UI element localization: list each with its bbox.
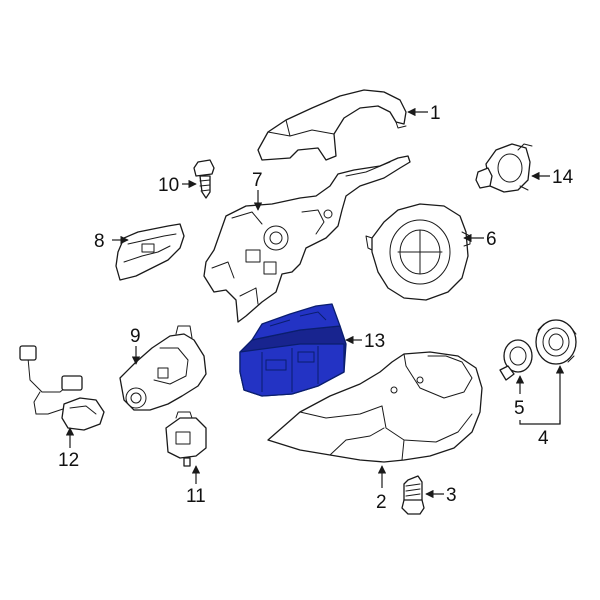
module-top-face <box>251 303 341 341</box>
callout-14: 14 <box>552 167 574 188</box>
leader-lines <box>65 107 565 499</box>
part-4-bracket-ring[interactable] <box>535 319 577 365</box>
part-11-ignition-switch[interactable] <box>165 411 207 467</box>
callout-5: 5 <box>514 398 525 419</box>
leader-4-bracket <box>519 420 561 425</box>
callout-3: 3 <box>446 485 457 506</box>
callout-2: 2 <box>376 492 387 513</box>
part-6-clockspring[interactable] <box>365 203 471 301</box>
callout-1: 1 <box>430 103 441 124</box>
part-5-ring-clip[interactable] <box>499 339 533 381</box>
callout-8: 8 <box>94 231 105 252</box>
part-2-lower-column-cover[interactable] <box>267 351 483 463</box>
part-13-control-module-highlighted[interactable] <box>239 303 347 397</box>
part-7-combination-switch[interactable] <box>203 155 411 323</box>
callout-labels: 1 2 3 4 5 6 7 8 9 10 11 12 13 14 <box>58 103 574 513</box>
callout-7: 7 <box>252 170 263 191</box>
callout-6: 6 <box>486 229 497 250</box>
callout-9: 9 <box>130 326 141 347</box>
callout-4: 4 <box>538 428 549 449</box>
callout-10: 10 <box>158 175 179 196</box>
callout-11: 11 <box>186 486 206 507</box>
callout-12: 12 <box>58 450 79 471</box>
part-10-screw[interactable] <box>193 159 215 199</box>
part-9-ignition-housing[interactable] <box>119 325 207 411</box>
callout-13: 13 <box>364 331 385 352</box>
part-12-wiring-harness[interactable] <box>19 345 105 431</box>
part-1-upper-column-cover[interactable] <box>257 89 407 161</box>
part-8-bracket[interactable] <box>115 223 185 281</box>
part-14-lock-cylinder[interactable] <box>475 143 533 193</box>
part-3-bolt[interactable] <box>401 475 425 515</box>
